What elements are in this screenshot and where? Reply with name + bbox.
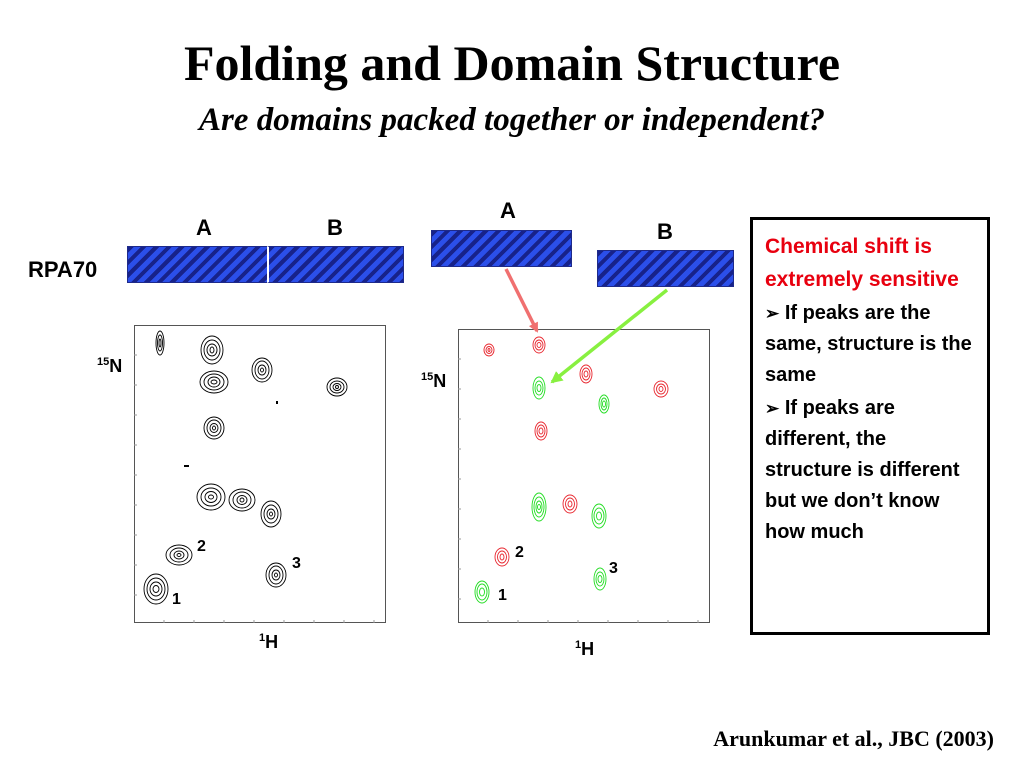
peak-label-3-full: 3 bbox=[292, 555, 301, 572]
spectrum-frame bbox=[134, 325, 386, 623]
domain-b-peak-1 bbox=[474, 580, 490, 604]
domain-b-label-full: B bbox=[327, 215, 343, 240]
arrow-bullet-icon: ➢ bbox=[765, 304, 780, 323]
infobox-heading: Chemical shift is extremely sensitive bbox=[765, 235, 959, 291]
contour-peak-1 bbox=[143, 573, 169, 605]
noise-mark bbox=[184, 465, 189, 467]
domain-a-peak-2 bbox=[494, 547, 510, 567]
infobox-bullet-text: If peaks are different, the structure is… bbox=[765, 397, 960, 543]
contour-peak bbox=[203, 416, 225, 440]
peak-label-2-full: 2 bbox=[197, 538, 206, 555]
noise-mark bbox=[276, 401, 278, 404]
infobox-bullet-text: If peaks are the same, structure is the … bbox=[765, 302, 972, 386]
nmr-spectrum-full-protein bbox=[134, 325, 386, 623]
contour-peak bbox=[326, 377, 348, 397]
domain-a-peak bbox=[532, 336, 546, 354]
arrow-domain-a bbox=[504, 268, 539, 333]
domain-a-peak bbox=[483, 343, 495, 357]
domain-b-peak bbox=[531, 492, 547, 522]
domain-a-peak bbox=[653, 380, 669, 398]
y-axis-label-full: 15N bbox=[97, 356, 123, 376]
contour-peak bbox=[200, 335, 224, 365]
peak-label-1-isolated: 1 bbox=[498, 587, 507, 604]
domain-a-peak bbox=[579, 364, 593, 384]
arrow-bullet-icon: ➢ bbox=[765, 399, 780, 418]
domain-a-bar-full bbox=[127, 246, 268, 283]
nmr-spectrum-isolated-domains bbox=[458, 329, 710, 623]
domain-b-peak bbox=[591, 503, 607, 529]
domain-b-label-isolated: B bbox=[657, 219, 673, 244]
contour-peak-3 bbox=[265, 562, 287, 588]
domain-b-peak bbox=[532, 376, 546, 400]
chemical-shift-infobox: Chemical shift is extremely sensitive ➢ … bbox=[750, 217, 990, 635]
contour-peak bbox=[251, 357, 273, 383]
contour-peak bbox=[199, 370, 229, 394]
peak-label-1-full: 1 bbox=[172, 591, 181, 608]
infobox-bullet: ➢ If peaks are the same, structure is th… bbox=[765, 298, 977, 391]
domain-a-label-isolated: A bbox=[500, 198, 516, 223]
domain-a-peak bbox=[562, 494, 578, 514]
spectrum-ticks bbox=[134, 354, 375, 623]
slide-subtitle: Are domains packed together or independe… bbox=[198, 102, 826, 138]
domain-a-peak bbox=[534, 421, 548, 441]
x-axis-label-isolated: 1H bbox=[575, 639, 595, 659]
domain-b-peak bbox=[598, 394, 610, 414]
contour-peak bbox=[228, 488, 256, 512]
spectrum-ticks bbox=[458, 358, 699, 623]
domain-b-bar-isolated bbox=[597, 250, 734, 287]
domain-b-peak-3 bbox=[593, 567, 607, 591]
peak-label-3-isolated: 3 bbox=[609, 560, 618, 577]
domain-a-label-full: A bbox=[196, 215, 212, 240]
peak-label-2-isolated: 2 bbox=[515, 544, 524, 561]
contour-peak bbox=[260, 500, 282, 528]
contour-peak bbox=[155, 330, 165, 356]
infobox-bullet: ➢ If peaks are different, the structure … bbox=[765, 393, 977, 548]
domain-a-bar-isolated bbox=[431, 230, 572, 267]
contour-peak bbox=[196, 483, 226, 511]
citation: Arunkumar et al., JBC (2003) bbox=[713, 726, 994, 751]
protein-label: RPA70 bbox=[28, 257, 98, 282]
contour-peak-2 bbox=[165, 544, 193, 566]
y-axis-label-isolated: 15N bbox=[421, 371, 447, 391]
x-axis-label-full: 1H bbox=[259, 632, 279, 652]
domain-b-bar-full bbox=[267, 246, 404, 283]
slide-title: Folding and Domain Structure bbox=[183, 35, 841, 91]
